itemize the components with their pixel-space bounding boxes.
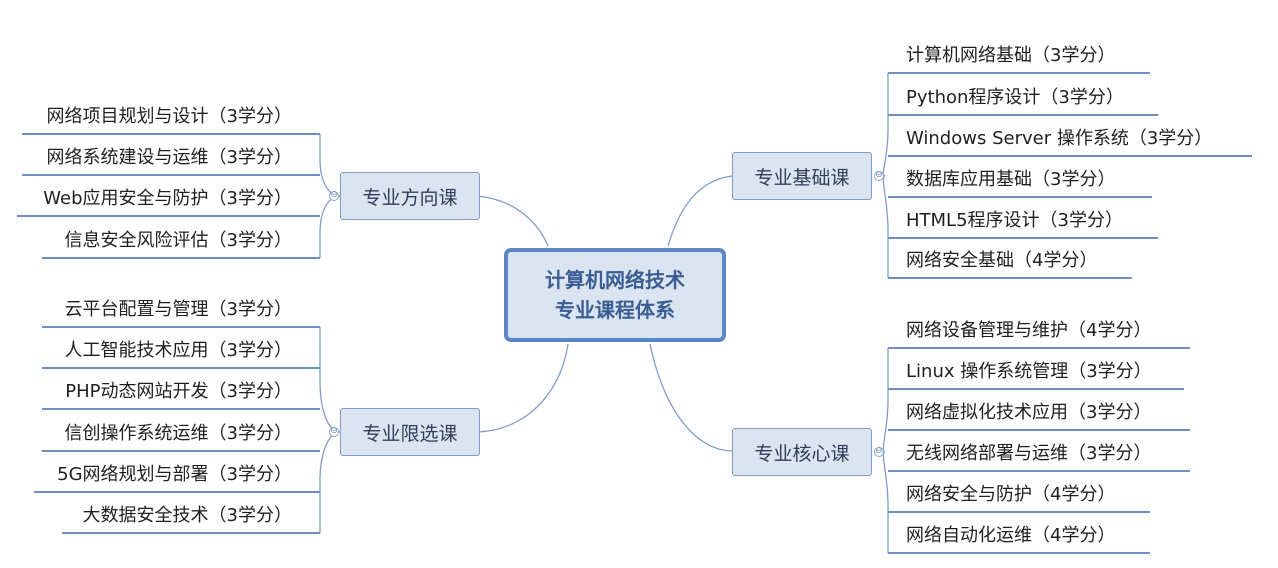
connector-center-direction: [477, 195, 549, 247]
collapse-direction-icon[interactable]: ⊖: [329, 190, 339, 201]
leaf-basic-4[interactable]: 数据库应用基础（3学分）: [906, 169, 1116, 190]
leaf-direction-4[interactable]: 信息安全风险评估（3学分）: [64, 230, 292, 251]
branch-direction[interactable]: 专业方向课: [340, 172, 480, 220]
center-title-line2: 专业课程体系: [555, 298, 675, 322]
branch-basic-label: 专业基础课: [754, 166, 850, 189]
leaf-core-4[interactable]: 无线网络部署与运维（3学分）: [906, 443, 1152, 464]
leaf-core-3[interactable]: 网络虚拟化技术应用（3学分）: [906, 402, 1152, 423]
leaf-basic-1[interactable]: 计算机网络基础（3学分）: [906, 45, 1116, 66]
branch-core-label: 专业核心课: [754, 442, 850, 465]
connector-center-elective: [477, 343, 569, 433]
leaf-core-1[interactable]: 网络设备管理与维护（4学分）: [906, 320, 1152, 341]
branch-basic[interactable]: 专业基础课: [732, 152, 872, 200]
branch-elective-label: 专业限选课: [362, 422, 458, 445]
leaf-basic-6[interactable]: 网络安全基础（4学分）: [906, 250, 1098, 271]
collapse-elective-icon[interactable]: ⊖: [329, 426, 339, 437]
center-node[interactable]: 计算机网络技术 专业课程体系: [504, 248, 726, 342]
leaf-direction-2[interactable]: 网络系统建设与运维（3学分）: [46, 147, 292, 168]
leaf-core-5[interactable]: 网络安全与防护（4学分）: [906, 484, 1116, 505]
leaf-elective-1[interactable]: 云平台配置与管理（3学分）: [64, 299, 292, 320]
leaf-basic-2[interactable]: Python程序设计（3学分）: [906, 87, 1124, 108]
center-title-line1: 计算机网络技术: [545, 268, 685, 292]
leaf-direction-1[interactable]: 网络项目规划与设计（3学分）: [46, 106, 292, 127]
branch-direction-label: 专业方向课: [362, 186, 458, 209]
collapse-basic-icon[interactable]: ⊖: [874, 170, 884, 181]
leaf-underlines: [17, 72, 1252, 554]
bracket-core: [882, 348, 889, 553]
collapse-core-icon[interactable]: ⊖: [874, 446, 884, 457]
leaf-basic-3[interactable]: Windows Server 操作系统（3学分）: [906, 128, 1213, 149]
branch-core[interactable]: 专业核心课: [732, 428, 872, 476]
leaf-elective-6[interactable]: 大数据安全技术（3学分）: [82, 505, 292, 526]
leaf-basic-5[interactable]: HTML5程序设计（3学分）: [906, 210, 1123, 231]
branch-elective[interactable]: 专业限选课: [340, 408, 480, 456]
leaf-elective-3[interactable]: PHP动态网站开发（3学分）: [65, 381, 292, 402]
leaf-core-2[interactable]: Linux 操作系统管理（3学分）: [906, 361, 1152, 382]
leaf-elective-4[interactable]: 信创操作系统运维（3学分）: [64, 423, 292, 444]
leaf-elective-2[interactable]: 人工智能技术应用（3学分）: [64, 340, 292, 361]
bracket-basic: [882, 73, 889, 278]
connector-center-core: [649, 343, 733, 452]
leaf-core-6[interactable]: 网络自动化运维（4学分）: [906, 525, 1116, 546]
connector-center-basic: [667, 175, 733, 247]
leaf-elective-5[interactable]: 5G网络规划与部署（3学分）: [57, 464, 292, 485]
leaf-direction-3[interactable]: Web应用安全与防护（3学分）: [43, 188, 292, 209]
